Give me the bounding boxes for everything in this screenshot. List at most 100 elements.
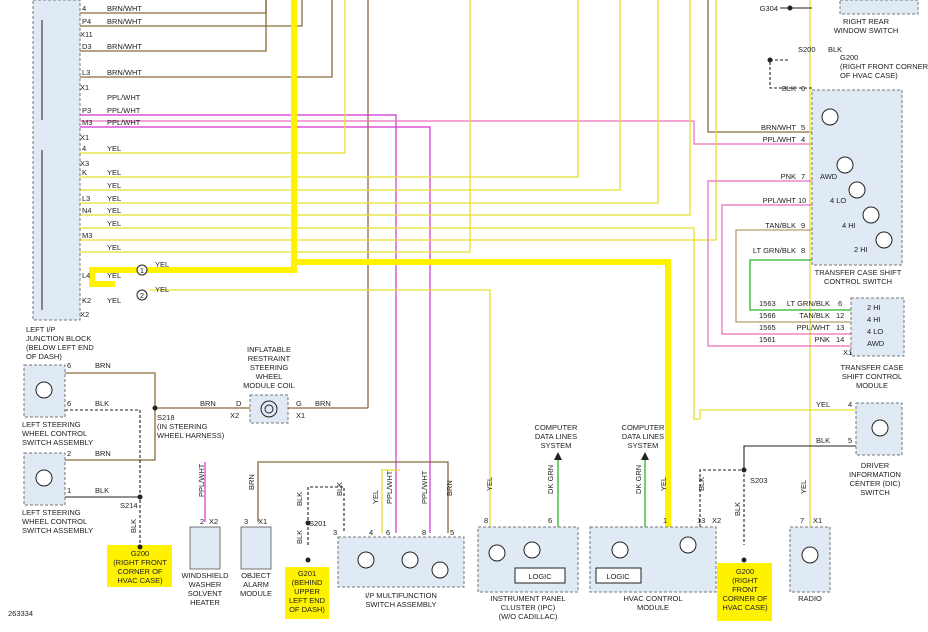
splice-dot — [767, 57, 773, 63]
pin-label: L3 — [82, 68, 90, 77]
washer-body — [189, 526, 221, 570]
pin-label: L4 — [82, 271, 90, 280]
wire-brn-wht-3 — [80, 0, 267, 52]
splice-dot — [152, 405, 158, 411]
wire-yel-ipc — [150, 289, 491, 533]
wire-yel-4 — [80, 0, 659, 204]
s201-label: S201 — [309, 519, 327, 528]
switch-icon — [357, 551, 375, 569]
connector-label: X2 — [80, 310, 89, 319]
s200-label: S200 — [798, 45, 816, 54]
wire-label: YEL — [107, 168, 121, 177]
wire-label: BLK — [95, 486, 109, 495]
ipc-logic-box — [514, 567, 566, 584]
wire-label: PPL/WHT — [797, 323, 831, 332]
wire-yel-8 — [80, 0, 471, 253]
circuit-label: 1563 — [759, 299, 776, 308]
wire-label: YEL — [107, 181, 121, 190]
pin-label: M3 — [82, 118, 92, 127]
yel-label-1: YEL — [155, 260, 169, 269]
wire-label: YEL — [107, 144, 121, 153]
wire-tan-transfer — [735, 229, 851, 323]
mode-label: 2 HI — [867, 303, 881, 312]
mode-label: AWD — [867, 339, 885, 348]
pin-label: 4 — [82, 4, 86, 13]
wire-yel-6 — [80, 227, 700, 420]
lamp-icon — [836, 156, 854, 174]
wire-label: YEL — [107, 219, 121, 228]
switch-icon — [35, 469, 53, 487]
pin-label: 7 — [800, 516, 804, 525]
wire-label: YEL — [107, 271, 121, 280]
connector-label: X2 — [230, 411, 239, 420]
pin-label: 4 — [82, 144, 86, 153]
pin-label: G — [296, 399, 302, 408]
lamp-icon — [801, 546, 819, 564]
wire-label: BLK — [697, 477, 706, 491]
wire-brn-wht-transfer — [707, 0, 812, 133]
s203-label: S203 — [750, 476, 768, 485]
pin-label: N4 — [82, 206, 92, 215]
coil-icon — [260, 400, 278, 418]
g200-right-highlight — [717, 563, 772, 621]
wire-label: PPL/WHT — [420, 470, 429, 504]
wire-label: YEL — [107, 206, 121, 215]
blk-label: BLK — [295, 530, 304, 544]
connector-label: X1 — [843, 348, 852, 357]
splice-number-2-text: 2 — [140, 291, 144, 300]
wire-label: BLK — [782, 84, 796, 93]
junction-pins: 4 P4 D3 L3 P3 M3 4 K L3 N4 M3 L4 K2 X11 … — [80, 4, 93, 319]
pin-label: 5 — [450, 528, 454, 537]
mode-label: 2 HI — [854, 245, 868, 254]
wire-yel-5 — [80, 0, 691, 216]
wire-label: LT GRN/BLK — [753, 246, 796, 255]
transistor-icon — [523, 541, 541, 559]
lamp-icon — [875, 231, 893, 249]
wire-label: PPL/WHT — [763, 135, 797, 144]
wire-label: PPL/WHT — [197, 463, 206, 497]
wire-label: YEL — [816, 400, 830, 409]
yel-label-2: YEL — [155, 285, 169, 294]
wire-label: PPL/WHT — [385, 470, 394, 504]
wire-brn-wht-4 — [80, 0, 333, 78]
g304-label: G304 — [760, 4, 778, 13]
lamp-icon — [848, 181, 866, 199]
wire-label: BRN — [95, 449, 111, 458]
pin-label: 1 — [67, 486, 71, 495]
g201-highlight — [285, 567, 329, 619]
pin-label: 7 — [801, 172, 805, 181]
arrow-up-icon — [554, 452, 562, 460]
ground-icon — [137, 544, 143, 550]
wire-brn-mf — [257, 461, 449, 533]
connector-label: X2 — [209, 517, 218, 526]
coil-body — [249, 394, 289, 424]
blk-label: BLK — [828, 45, 842, 54]
wire-grn-transfer — [749, 259, 851, 311]
pin-label: D — [236, 399, 242, 408]
coil-icon-inner — [264, 404, 274, 414]
s214-label: S214 — [120, 501, 138, 510]
pin-label: P3 — [82, 106, 91, 115]
splice-number-2 — [136, 289, 148, 301]
multifunction-body — [337, 536, 465, 588]
transfer-switch-labels: BLK BRN/WHT PPL/WHT PNK PPL/WHT TAN/BLK … — [753, 84, 868, 255]
pin-label: D3 — [82, 42, 92, 51]
pin-label: 3 — [333, 528, 337, 537]
mode-label: 4 LO — [867, 327, 883, 336]
wire-label: PNK — [815, 335, 830, 344]
arrow-up-icon — [641, 452, 649, 460]
wire-label: PPL/WHT — [763, 196, 797, 205]
pin-label: 8 — [422, 528, 426, 537]
pin-label: K — [82, 168, 87, 177]
wire-label: BLK — [816, 436, 830, 445]
